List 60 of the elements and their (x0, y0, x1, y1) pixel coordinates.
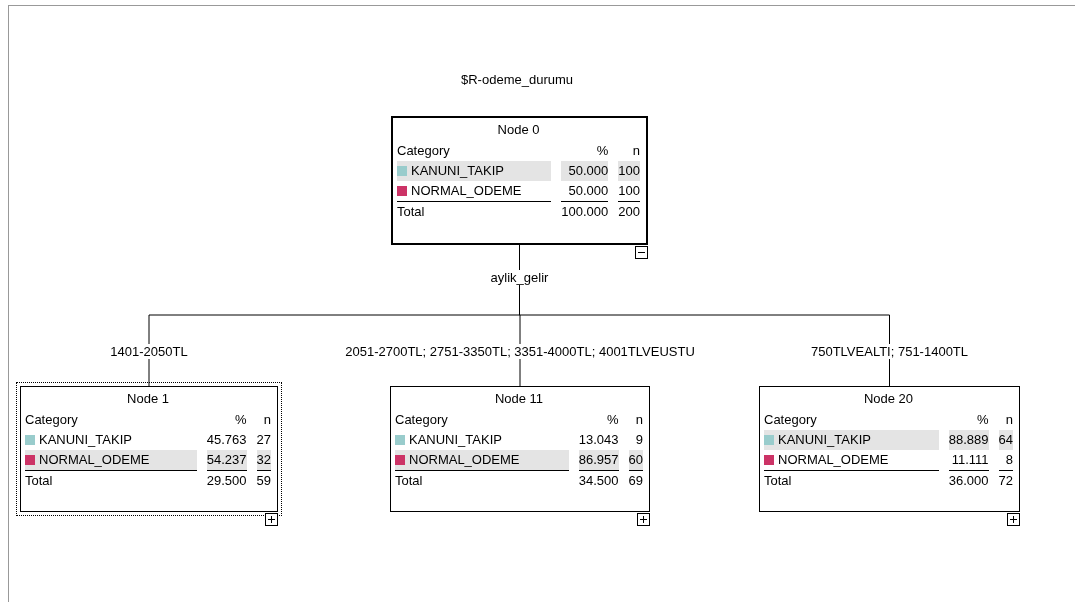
column-header: n (631, 142, 640, 160)
category-label: NORMAL_ODEME (409, 451, 520, 469)
value-text: 36.000 (948, 472, 989, 490)
value-text: 100 (618, 181, 640, 202)
value-text: 59 (256, 472, 271, 490)
value-text: 54.237 (206, 450, 247, 471)
value-text: 72 (998, 472, 1013, 490)
node-heading: Node 1 (126, 391, 170, 406)
tree-node-table (391, 116, 648, 245)
category-label: Total (397, 203, 426, 221)
value-text: 32 (256, 450, 271, 471)
column-header: Category (764, 411, 818, 429)
column-header: n (1004, 411, 1013, 429)
value-text: 50.000 (561, 181, 609, 202)
value-text: 88.889 (948, 430, 989, 450)
value-text: 100.000 (561, 203, 609, 221)
category-label: Total (25, 472, 54, 490)
column-header: Category (25, 411, 79, 429)
value-text: 29.500 (206, 472, 247, 490)
diagram-title: $R-odeme_durumu (459, 72, 575, 87)
column-header: % (605, 411, 619, 429)
category-label: NORMAL_ODEME (778, 451, 889, 469)
column-header: % (233, 411, 247, 429)
tree-node-table (390, 386, 650, 512)
value-text: 34.500 (578, 472, 619, 490)
value-text: 50.000 (561, 161, 609, 181)
category-label: NORMAL_ODEME (411, 182, 522, 200)
value-text: 11.111 (948, 450, 989, 471)
value-text: 69 (628, 472, 643, 490)
edge-label: 750TLVEALTI; 751-1400TL (808, 344, 971, 359)
value-text: 64 (998, 430, 1013, 450)
value-text: 86.957 (578, 450, 619, 471)
category-label: NORMAL_ODEME (39, 451, 150, 469)
tree-node-table (759, 386, 1020, 512)
edge-label: 1401-2050TL (108, 344, 190, 359)
category-label: KANUNI_TAKIP (409, 431, 502, 449)
category-label: KANUNI_TAKIP (411, 162, 504, 180)
split-variable-label: aylik_gelir (488, 270, 551, 285)
category-label: Total (764, 472, 793, 490)
value-text: 100 (618, 161, 640, 181)
value-text: 8 (998, 450, 1013, 471)
column-header: n (262, 411, 271, 429)
value-text: 200 (618, 203, 640, 221)
category-label: KANUNI_TAKIP (778, 431, 871, 449)
value-text: 45.763 (206, 431, 247, 449)
node-heading: Node 11 (493, 391, 545, 406)
value-text: 27 (256, 431, 271, 449)
column-header: Category (395, 411, 449, 429)
node-heading: Node 0 (496, 122, 541, 137)
value-text: 9 (634, 431, 643, 449)
category-label: Total (395, 472, 424, 490)
category-label: KANUNI_TAKIP (39, 431, 132, 449)
edge-label: 2051-2700TL; 2751-3350TL; 3351-4000TL; 4001TLVEUSTU (343, 344, 697, 359)
node-heading: Node 20 (862, 391, 915, 406)
column-header: % (975, 411, 989, 429)
value-text: 13.043 (578, 431, 619, 449)
column-header: n (634, 411, 643, 429)
column-header: Category (397, 142, 451, 160)
value-text: 60 (628, 450, 643, 471)
column-header: % (595, 142, 609, 160)
